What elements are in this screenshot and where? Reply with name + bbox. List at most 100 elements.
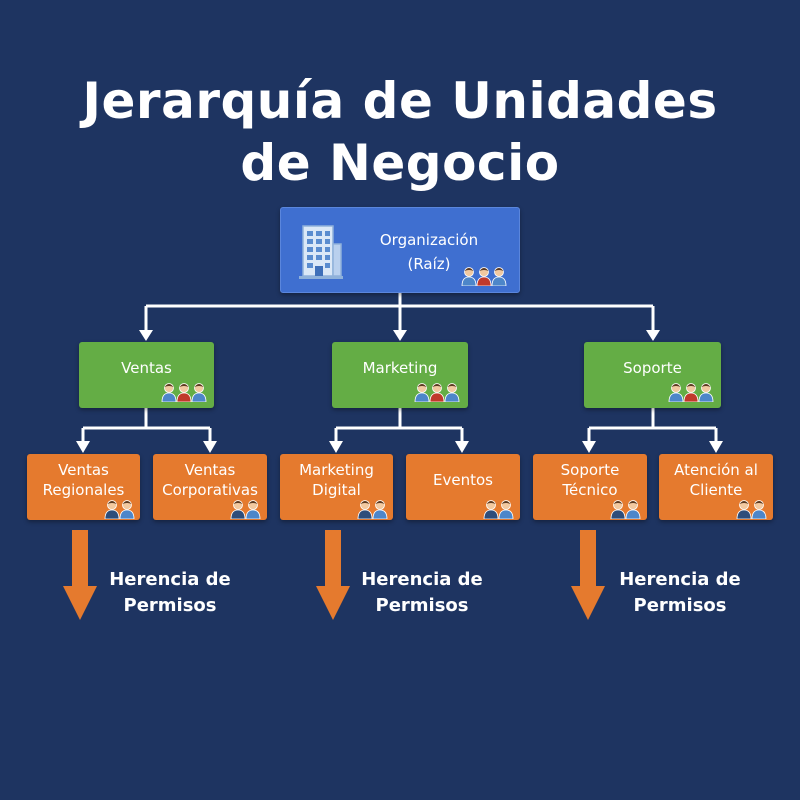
person-icon xyxy=(698,383,714,403)
person-icon xyxy=(161,383,177,403)
title-line-1: Jerarquía de Unidades xyxy=(82,72,718,130)
node-eventos: Eventos xyxy=(406,454,520,520)
inheritance-line-2: Permisos xyxy=(123,595,217,616)
person-icon-group xyxy=(357,500,388,520)
person-icon xyxy=(461,267,477,287)
label-line-2: Digital xyxy=(312,481,361,499)
inheritance-line-1: Herencia de xyxy=(619,569,741,590)
title-line-2: de Negocio xyxy=(240,134,560,192)
arrowhead-atencion-cliente xyxy=(709,441,723,453)
person-icon xyxy=(476,267,492,287)
inheritance-label-marketing: Herencia de Permisos xyxy=(352,567,492,619)
people-group-icon xyxy=(414,382,463,407)
person-icon xyxy=(683,383,699,403)
person-icon-group xyxy=(161,383,207,403)
soporte-tecnico-label: Soporte Técnico xyxy=(533,460,647,500)
arrowhead-eventos xyxy=(455,441,469,453)
label-line-1: Eventos xyxy=(433,471,493,489)
label-line-1: Ventas xyxy=(184,461,236,479)
eventos-label: Eventos xyxy=(406,470,520,490)
node-ventas-regionales: Ventas Regionales xyxy=(27,454,140,520)
arrowhead-ventas-regionales xyxy=(76,441,90,453)
person-icon xyxy=(372,500,388,520)
person-icon xyxy=(483,500,499,520)
atencion-cliente-label: Atención al Cliente xyxy=(659,460,773,500)
ventas-label: Ventas xyxy=(121,359,172,377)
person-icon xyxy=(444,383,460,403)
arrowhead-marketing xyxy=(393,330,407,341)
person-icon-group xyxy=(668,383,714,403)
person-icon xyxy=(176,383,192,403)
person-icon-group xyxy=(104,500,135,520)
person-icon xyxy=(610,500,626,520)
arrowhead-soporte-tecnico xyxy=(582,441,596,453)
person-icon-group xyxy=(414,383,460,403)
node-organizacion-root: Organización (Raíz) xyxy=(280,207,520,293)
arrowhead-ventas-corporativas xyxy=(203,441,217,453)
people-group-icon xyxy=(668,382,717,407)
people-pair-icon xyxy=(230,499,264,524)
person-icon xyxy=(230,500,246,520)
label-line-1: Atención al xyxy=(674,461,758,479)
label-line-1: Marketing xyxy=(299,461,374,479)
person-icon-group xyxy=(736,500,767,520)
person-icon xyxy=(245,500,261,520)
people-pair-icon xyxy=(610,499,644,524)
inheritance-line-2: Permisos xyxy=(375,595,469,616)
arrowhead-marketing-digital xyxy=(329,441,343,453)
label-line-1: Ventas xyxy=(58,461,109,479)
person-icon xyxy=(119,500,135,520)
label-line-2: Cliente xyxy=(689,481,743,499)
root-label-line-2: (Raíz) xyxy=(407,255,451,273)
person-icon-group xyxy=(610,500,641,520)
person-icon xyxy=(736,500,752,520)
people-group-icon xyxy=(161,382,210,407)
person-icon xyxy=(357,500,373,520)
root-label-line-1: Organización xyxy=(379,231,479,249)
inheritance-arrow-marketing xyxy=(316,530,350,620)
inheritance-arrow-soporte xyxy=(571,530,605,620)
inheritance-arrow-ventas xyxy=(63,530,97,620)
node-marketing-digital: Marketing Digital xyxy=(280,454,393,520)
people-pair-icon xyxy=(483,499,517,524)
office-building-icon xyxy=(299,225,343,279)
person-icon xyxy=(668,383,684,403)
people-pair-icon xyxy=(104,499,138,524)
node-soporte-tecnico: Soporte Técnico xyxy=(533,454,647,520)
person-icon xyxy=(429,383,445,403)
node-atencion-cliente: Atención al Cliente xyxy=(659,454,773,520)
marketing-label: Marketing xyxy=(362,359,438,377)
ventas-regionales-label: Ventas Regionales xyxy=(27,460,140,500)
node-marketing: Marketing xyxy=(332,342,468,408)
person-icon-group xyxy=(230,500,261,520)
inheritance-line-2: Permisos xyxy=(633,595,727,616)
inheritance-label-ventas: Herencia de Permisos xyxy=(100,567,240,619)
label-line-1: Soporte xyxy=(560,461,620,479)
person-icon xyxy=(491,267,507,287)
person-icon xyxy=(498,500,514,520)
inheritance-line-1: Herencia de xyxy=(361,569,483,590)
people-pair-icon xyxy=(357,499,391,524)
soporte-label: Soporte xyxy=(623,359,682,377)
node-soporte: Soporte xyxy=(584,342,721,408)
person-icon xyxy=(414,383,430,403)
node-ventas-corporativas: Ventas Corporativas xyxy=(153,454,267,520)
person-icon xyxy=(104,500,120,520)
inheritance-label-soporte: Herencia de Permisos xyxy=(610,567,750,619)
person-icon xyxy=(625,500,641,520)
arrowhead-ventas xyxy=(139,330,153,341)
root-label: Organización (Raíz) xyxy=(339,230,519,274)
label-line-2: Técnico xyxy=(562,481,618,499)
node-ventas: Ventas xyxy=(79,342,214,408)
label-line-2: Corporativas xyxy=(162,481,258,499)
page-title: Jerarquía de Unidades de Negocio xyxy=(0,70,800,194)
people-group-icon xyxy=(461,266,510,291)
arrowhead-soporte xyxy=(646,330,660,341)
label-line-2: Regionales xyxy=(42,481,125,499)
person-icon xyxy=(751,500,767,520)
inheritance-line-1: Herencia de xyxy=(109,569,231,590)
person-icon xyxy=(191,383,207,403)
marketing-digital-label: Marketing Digital xyxy=(280,460,393,500)
